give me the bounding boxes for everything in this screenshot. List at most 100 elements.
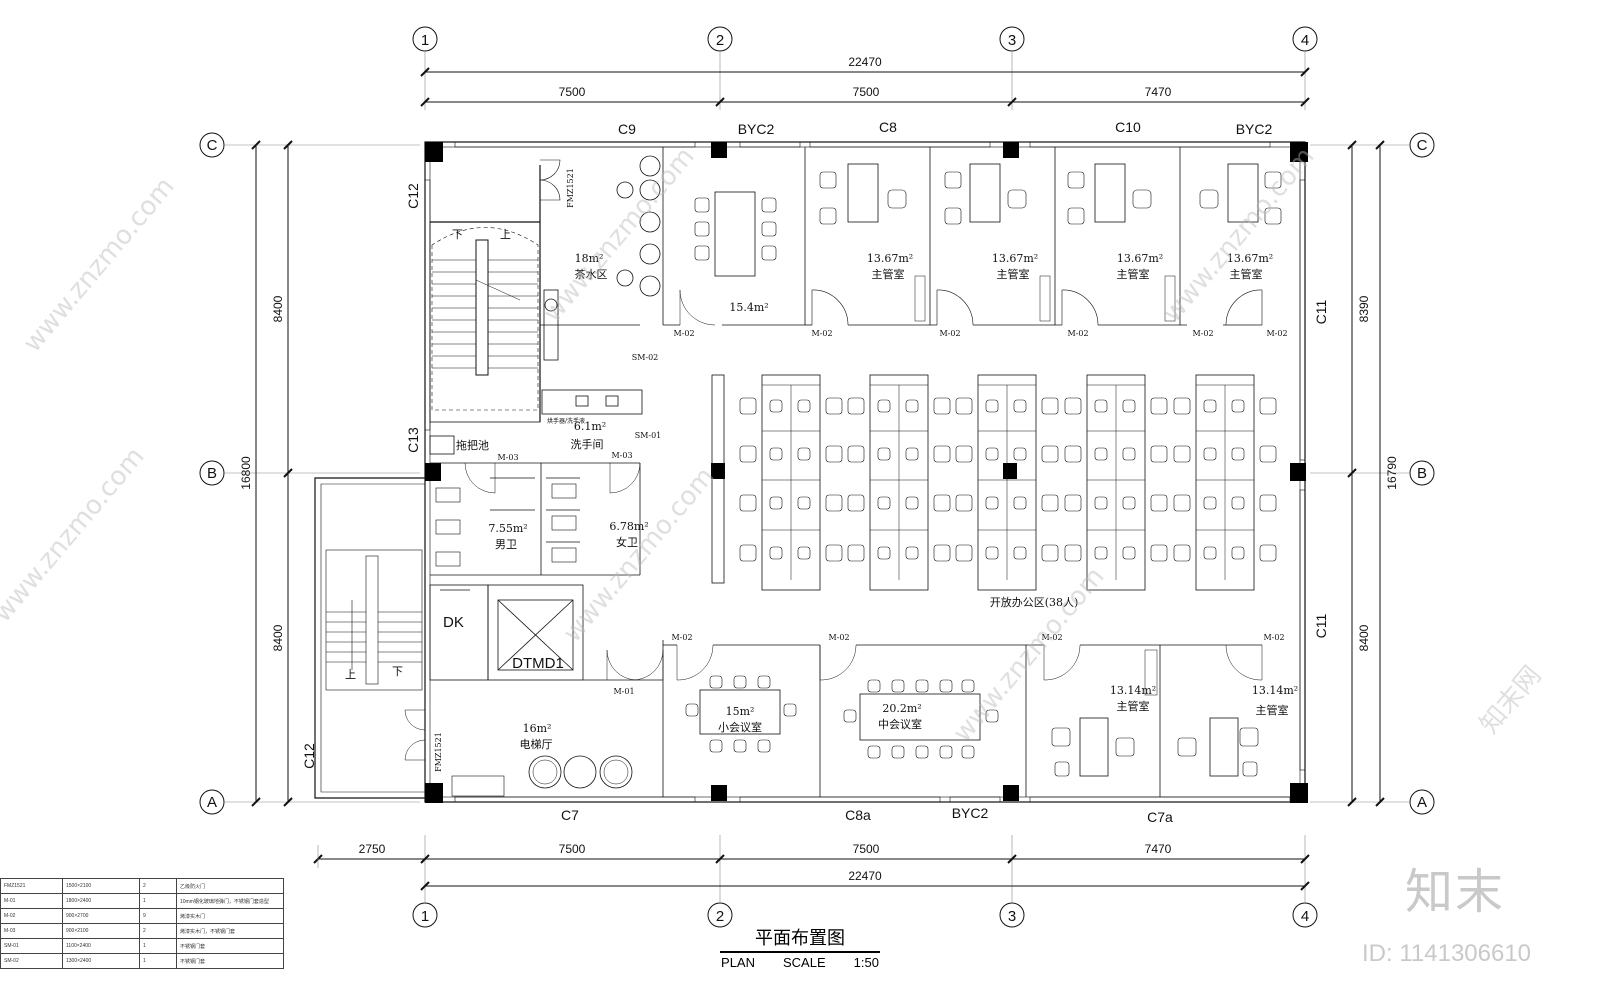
washroom-name: 洗手间 (571, 437, 604, 451)
chair-symbol (1203, 546, 1217, 560)
table-cell: 1100×2400 (62, 938, 140, 954)
chair-symbol (1094, 399, 1108, 413)
table-row: FMZ1521 1500×2100 2 乙级防火门 (0, 878, 284, 894)
chair-symbol (685, 703, 699, 717)
dim-right-1: 8390 (1357, 295, 1371, 322)
dimension-left (251, 140, 293, 807)
grid-col-2-top: 2 (716, 32, 724, 49)
manager-2-size: 13.67m² (992, 252, 1038, 265)
door-tag-m02-3: M-02 (939, 329, 960, 338)
chair-symbol (877, 496, 891, 510)
table-cell: 10mm钢化玻璃地弹门，不锈钢门套造型 (176, 893, 284, 909)
window-c9: C9 (618, 121, 636, 137)
window-c12-bottom: C12 (301, 743, 317, 769)
chair-symbol (1094, 496, 1108, 510)
grid-col-2-bottom: 2 (716, 908, 724, 925)
chair-symbol (985, 496, 999, 510)
chair-symbol (1013, 399, 1027, 413)
chair-symbol (867, 745, 881, 759)
chair-symbol (797, 447, 811, 461)
grid-row-b-left: B (207, 465, 217, 482)
chair-symbol (825, 544, 843, 562)
chair-symbol (847, 544, 865, 562)
door-tag-m01: M-01 (613, 687, 634, 696)
window-c8: C8 (879, 119, 897, 135)
chair-symbol (1041, 544, 1059, 562)
stair-bottom-up: 上 (345, 668, 356, 681)
table-cell: 乙级防火门 (176, 878, 284, 894)
chair-symbol (915, 745, 929, 759)
stair-top-up: 上 (500, 228, 511, 241)
manager-offices-top (805, 147, 1282, 326)
dim-left-2: 8400 (271, 624, 285, 651)
table-cell: 1 (139, 893, 177, 909)
table-cell: M-02 (0, 908, 63, 924)
grid-col-4-top: 4 (1301, 32, 1309, 49)
grid-row-a-right: A (1417, 794, 1427, 811)
table-row: M-01 1800×2400 1 10mm钢化玻璃地弹门，不锈钢门套造型 (0, 893, 284, 909)
chair-symbol (939, 679, 953, 693)
grid-col-3-bottom: 3 (1008, 908, 1016, 925)
manager-6-size: 13.14m² (1252, 684, 1298, 697)
drawing-title-cn: 平面布置图 (720, 924, 880, 953)
table-cell: 1300×2400 (62, 953, 140, 969)
window-byc2-top-2: BYC2 (1236, 121, 1273, 137)
fire-door-upper (539, 159, 561, 201)
chair-symbol (1173, 544, 1191, 562)
chair-symbol (955, 494, 973, 512)
table-cell: 烤漆实木门，不锈钢门套 (176, 923, 284, 939)
table-cell: 1500×2100 (62, 878, 140, 894)
door-tag-m02-7: M-02 (671, 633, 692, 642)
chair-symbol (1013, 496, 1027, 510)
chair-symbol (985, 546, 999, 560)
chair-symbol (1122, 447, 1136, 461)
chair-symbol (757, 675, 771, 689)
dim-top-3: 7470 (1145, 85, 1172, 99)
small-meeting-size: 15m² (726, 705, 755, 718)
grid-col-1-top: 1 (421, 32, 429, 49)
dim-top-1: 7500 (559, 85, 586, 99)
table-row: SM-02 1300×2400 1 不锈钢门套 (0, 953, 284, 969)
door-tag-m02-1: M-02 (673, 329, 694, 338)
men-toilet-size: 7.55m² (488, 522, 527, 535)
table-cell: 900×2700 (62, 908, 140, 924)
tea-area-size: 18m² (575, 252, 604, 265)
hand-dryer-label: 烘手器/洗手液 (547, 417, 585, 425)
door-tag-m02-4: M-02 (1067, 329, 1088, 338)
chair-symbol (739, 397, 757, 415)
chair-symbol (769, 399, 783, 413)
window-c11-upper: C11 (1313, 299, 1329, 324)
chair-symbol (847, 445, 865, 463)
chair-symbol (739, 494, 757, 512)
chair-symbol (985, 709, 999, 723)
manager-5-size: 13.14m² (1110, 684, 1156, 697)
door-tag-m02-6: M-02 (1266, 329, 1287, 338)
chair-symbol (1064, 445, 1082, 463)
door-tag-m03-2: M-03 (611, 451, 632, 460)
grid-row-a-left: A (207, 794, 217, 811)
door-tag-fmz-lower: FMZ1521 (434, 732, 443, 772)
manager-5-name: 主管室 (1117, 699, 1150, 713)
chair-symbol (877, 447, 891, 461)
dim-bottom-2: 7500 (559, 842, 586, 856)
door-tag-m03-1: M-03 (497, 453, 518, 462)
chair-symbol (933, 494, 951, 512)
men-toilet-name: 男卫 (495, 538, 517, 551)
dim-bottom-total: 22470 (848, 869, 882, 883)
chair-symbol (1094, 546, 1108, 560)
chair-symbol (769, 447, 783, 461)
chair-symbol (961, 679, 975, 693)
scale-ratio: 1:50 (853, 955, 879, 970)
chair-symbol (757, 739, 771, 753)
small-meeting-name: 小会议室 (718, 720, 762, 734)
chair-symbol (905, 496, 919, 510)
chair-symbol (905, 447, 919, 461)
washroom-size: 6.1m² (574, 420, 606, 433)
manager-4-size: 13.67m² (1227, 252, 1273, 265)
dim-right-total: 16790 (1385, 456, 1399, 490)
chair-symbol (843, 709, 857, 723)
chair-symbol (1173, 445, 1191, 463)
chair-symbol (1150, 445, 1168, 463)
chair-symbol (1013, 447, 1027, 461)
